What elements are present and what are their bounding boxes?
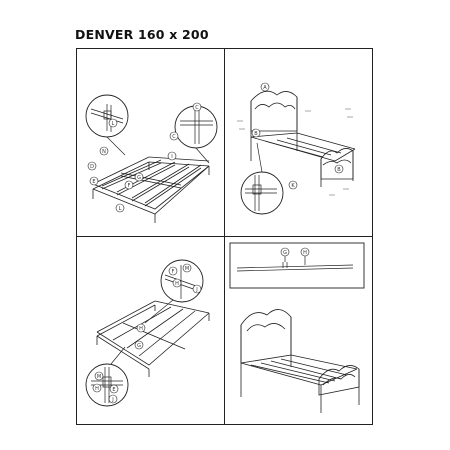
part-label: B	[337, 167, 341, 173]
callout-C-top	[192, 102, 202, 112]
callout-I	[167, 151, 177, 161]
callout-M-bottom	[94, 371, 104, 381]
callout-H-top	[172, 278, 182, 288]
callout-E	[89, 176, 99, 186]
part-label: E	[112, 387, 115, 393]
part-label: J	[111, 397, 113, 403]
callout-F	[168, 266, 178, 276]
part-label: A	[263, 85, 267, 91]
part-label: N	[102, 149, 106, 155]
callout-H-mid	[136, 323, 146, 333]
callout-J-bottom	[108, 394, 118, 404]
part-label: L	[112, 121, 115, 127]
part-label: F	[128, 183, 131, 189]
part-label: G	[137, 175, 141, 181]
callout-G	[134, 340, 144, 350]
part-label: H	[95, 386, 99, 392]
callout-H-bottom	[92, 383, 102, 393]
step-4-diagram: G H	[229, 242, 365, 413]
part-label: J	[195, 287, 197, 293]
part-label: E	[92, 179, 95, 185]
headboard	[250, 90, 298, 132]
step-2-diagram: A B K B	[237, 82, 356, 215]
callout-D	[87, 161, 97, 171]
footboard	[320, 148, 354, 180]
frame-rail-left	[92, 156, 150, 185]
frame-rail-back	[96, 300, 156, 333]
assembled-bed	[240, 309, 360, 413]
inset-rail	[236, 264, 354, 272]
part-label: G	[283, 250, 287, 256]
step-3-panel: F M H J H G M H E J	[77, 237, 224, 424]
callout-G	[134, 172, 144, 182]
part-label: M	[97, 374, 101, 380]
part-label: H	[175, 281, 179, 287]
detail-zoom-circle-right	[174, 105, 218, 149]
part-label: F	[172, 269, 175, 275]
callout-C-right	[169, 131, 179, 141]
callout-B-right	[334, 164, 344, 174]
step-1-diagram: L C N D E F G L I C	[85, 94, 218, 223]
step-1-panel: L C N D E F G L I C	[77, 49, 224, 236]
callout-L-top	[108, 118, 118, 128]
part-label: M	[185, 266, 189, 272]
horizontal-divider	[76, 236, 373, 238]
callout-J-top	[192, 284, 202, 294]
slat-1	[101, 159, 162, 187]
frame-rail-side	[154, 300, 210, 314]
callout-M-top	[182, 263, 192, 273]
callout-N	[99, 146, 109, 156]
center-beam	[120, 172, 182, 186]
slat-4	[144, 164, 202, 204]
callout-H	[300, 247, 310, 257]
step-3-diagram: F M H J H G M H E J	[85, 259, 210, 407]
callout-F	[124, 180, 134, 190]
frame-rail-right	[148, 156, 210, 162]
part-label: C	[172, 134, 176, 140]
callout-K	[288, 180, 298, 190]
part-label: G	[137, 343, 141, 349]
step-2-panel: A B K B	[225, 49, 372, 236]
part-label: C	[195, 105, 199, 111]
part-label: D	[90, 164, 94, 170]
part-label: H	[139, 326, 143, 332]
part-label: B	[254, 131, 258, 137]
part-label: K	[291, 183, 295, 189]
callout-A	[260, 82, 270, 92]
callout-B-left	[251, 128, 261, 138]
callout-L-bottom	[115, 203, 125, 213]
step-4-panel: G H	[225, 237, 372, 424]
part-label: H	[303, 250, 307, 256]
callout-E	[109, 384, 119, 394]
page-title: DENVER 160 x 200	[75, 27, 209, 42]
frame-rail-front	[92, 165, 210, 210]
part-label: I	[171, 154, 172, 160]
callout-G	[280, 247, 290, 257]
part-label: L	[119, 206, 122, 212]
detail-inset-box	[229, 242, 365, 289]
